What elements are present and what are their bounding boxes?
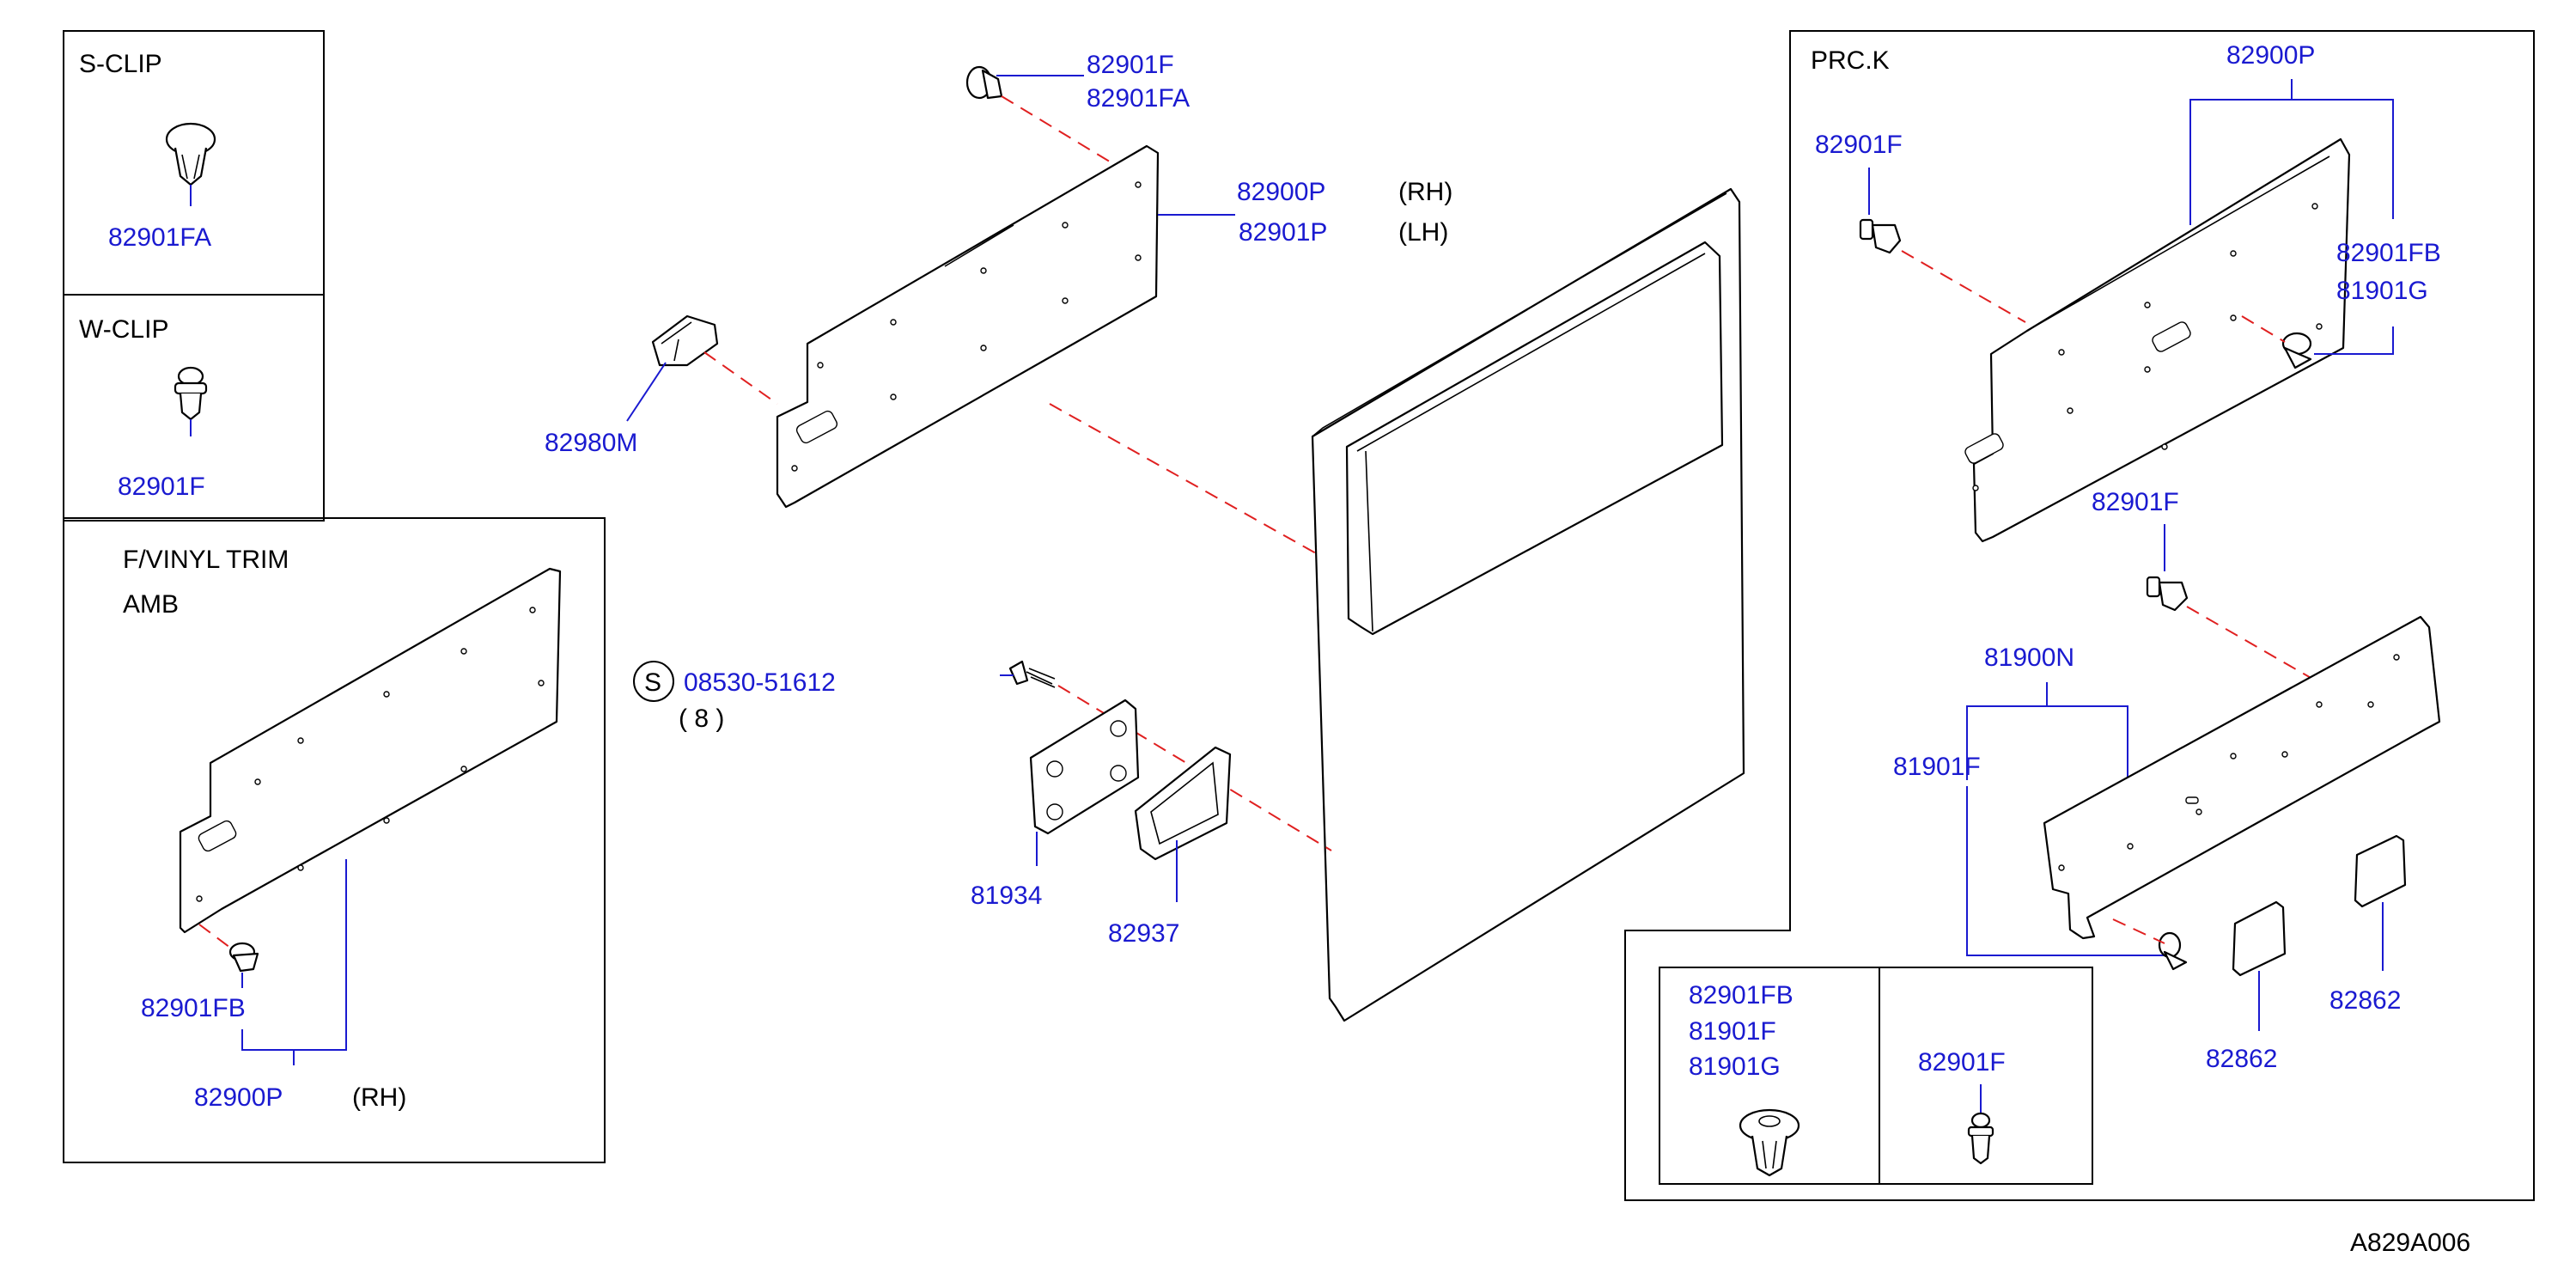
inset-left-part-number-2: 81901F <box>1689 1017 1776 1046</box>
prck-left-clip-part-number: 82901F <box>1815 131 1903 159</box>
sclip-title: S-CLIP <box>79 50 162 78</box>
wclip-part-number: 82901F <box>118 473 205 501</box>
wclip-box: W-CLIP 82901F <box>63 294 325 522</box>
vinyl-trim-subtitle: AMB <box>123 590 179 619</box>
plate-part-number: 81934 <box>971 882 1042 910</box>
main-panel-lh-side: (LH) <box>1398 218 1448 247</box>
prck-lower-clip-part-number: 81901F <box>1893 753 1981 781</box>
vinyl-trim-title: F/VINYL TRIM <box>123 546 289 574</box>
vinyl-clip-part-number: 82901FB <box>141 994 246 1022</box>
rear-door-outline <box>1311 187 1745 1022</box>
sclip-icon <box>165 122 216 186</box>
vinyl-panel-side: (RH) <box>352 1083 406 1112</box>
inset-large-clip-icon <box>1739 1108 1800 1177</box>
top-clip-part-number-1: 82901F <box>1087 51 1174 79</box>
vinyl-clip-icon <box>228 942 259 973</box>
prck-lower-panel-part-number: 81900N <box>1984 644 2074 672</box>
vinyl-panel-part-number: 82900P <box>194 1083 283 1112</box>
pad-part-number-1: 82862 <box>2206 1045 2277 1073</box>
prck-right-clip-icon <box>2281 332 2312 369</box>
sclip-part-number: 82901FA <box>108 223 211 252</box>
pad-icon-1 <box>2232 900 2287 977</box>
prck-title: PRC.K <box>1811 46 1890 75</box>
handle-bracket-icon <box>651 314 719 367</box>
handle-part-number: 82980M <box>545 429 637 457</box>
prck-mid-clip-icon <box>2146 576 2189 612</box>
screw-part-number: 08530-51612 <box>684 668 836 697</box>
clip-inset-box: 82901FB 81901F 81901G 82901F <box>1659 967 2093 1185</box>
prck-left-clip-icon <box>1859 218 1902 254</box>
sclip-box: S-CLIP 82901FA <box>63 30 325 296</box>
wclip-title: W-CLIP <box>79 315 168 344</box>
top-clip-part-number-2: 82901FA <box>1087 84 1190 113</box>
main-door-trim-panel <box>776 144 1160 509</box>
main-panel-rh-side: (RH) <box>1398 178 1452 206</box>
inset-right-part-number: 82901F <box>1918 1048 2006 1077</box>
inset-small-clip-icon <box>1967 1112 1994 1165</box>
prck-box: PRC.K 82900P 82901F 82901FB 81 <box>1624 30 2535 1201</box>
reinforcement-plate-icon <box>1029 699 1140 835</box>
inset-left-part-number-3: 81901G <box>1689 1052 1781 1081</box>
screw-quantity: ( 8 ) <box>679 705 724 733</box>
top-clip-icon <box>965 65 1003 100</box>
pad-part-number-2: 82862 <box>2329 986 2401 1015</box>
prck-panel-part-number: 82900P <box>2226 41 2315 70</box>
screw-icon <box>1008 660 1056 688</box>
vinyl-trim-box: F/VINYL TRIM AMB 82901FB 82900P (RH) <box>63 517 606 1163</box>
screw-spec: S 08530-51612 ( 8 ) <box>633 661 836 733</box>
gasket-part-number: 82937 <box>1108 919 1179 948</box>
prck-mid-clip-part-number: 82901F <box>2092 488 2179 516</box>
prck-upper-panel <box>1964 137 2351 543</box>
screw-symbol: S <box>644 668 661 697</box>
prck-right-clip-part-number-2: 81901G <box>2336 277 2428 305</box>
drawing-code: A829A006 <box>2350 1229 2470 1257</box>
main-panel-lh-part-number: 82901P <box>1239 218 1327 247</box>
prck-lower-clip-icon <box>2158 931 2188 971</box>
vinyl-trim-panel <box>179 567 562 934</box>
prck-lower-panel <box>2043 615 2441 940</box>
inset-left-part-number-1: 82901FB <box>1689 981 1793 1010</box>
pad-icon-2 <box>2354 834 2407 908</box>
gasket-icon <box>1134 746 1232 861</box>
main-panel-rh-part-number: 82900P <box>1237 178 1325 206</box>
wclip-icon <box>174 366 208 421</box>
prck-right-clip-part-number-1: 82901FB <box>2336 239 2441 267</box>
